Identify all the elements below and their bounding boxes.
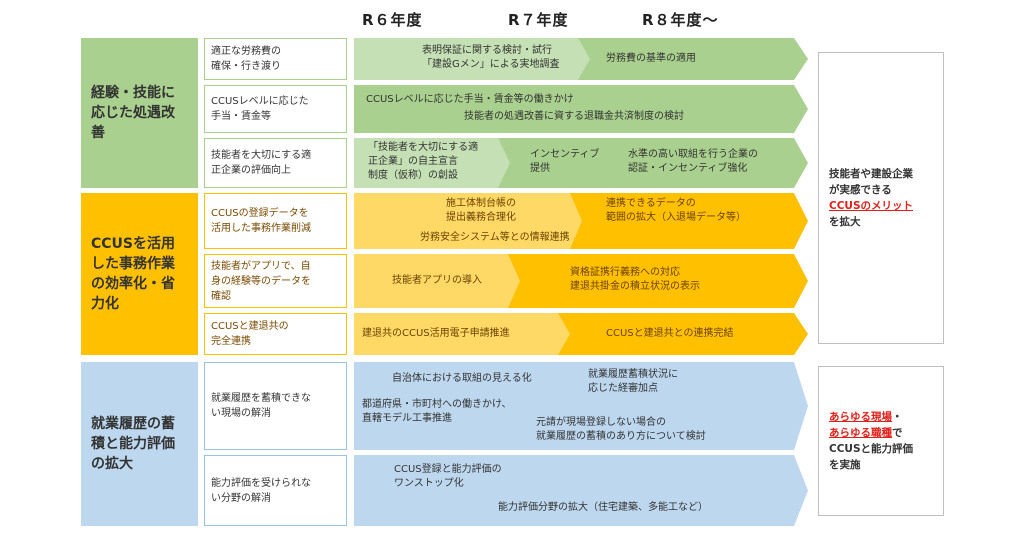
category-label-line: 応じた処遇改 — [91, 105, 175, 121]
category-label-line: 力化 — [91, 296, 119, 312]
timeline-text: 水準の高い取組を行う企業の 認証・インセンティブ強化 — [628, 149, 758, 174]
timeline-arrow-ccus-level-wage: CCUSレベルに応じた手当・賃金等の働きかけ 技能者の処遇改善に資する退職金共済… — [354, 85, 808, 133]
year-header-r7: R７年度 — [508, 11, 569, 29]
benefit-highlight: あらゆる現場 — [829, 411, 892, 423]
timeline-text: 技能者アプリの導入 — [392, 275, 482, 286]
benefit-text: で — [892, 427, 903, 439]
item-label-registered-data: CCUSの登録データを 活用した事務作業削減 — [204, 193, 347, 249]
timeline-text: 労務安全システム等との情報連携 — [420, 232, 570, 243]
item-label-kentaikyo-link: CCUSと建退共の 完全連携 — [204, 313, 347, 355]
timeline-text: CCUSレベルに応じた手当・賃金等の働きかけ — [366, 94, 574, 105]
item-label-skill-evaluation: 能力評価を受けられな い分野の解消 — [204, 455, 347, 526]
timeline-text: CCUSと建退共との連携完結 — [606, 328, 734, 339]
category-label-line: 経験・技能に — [91, 85, 175, 101]
timeline-segment — [354, 38, 590, 80]
timeline-text: 都道府県・市町村への働きかけ、 直轄モデル工事推進 — [362, 399, 512, 424]
timeline-text: 「技能者を大切にする適 正企業」の自主宣言 制度（仮称）の創設 — [368, 142, 479, 181]
timeline-text: 施工体制台帳の 提出義務合理化 — [446, 198, 516, 223]
category-label-line: した事務作業 — [91, 256, 175, 272]
timeline-text: CCUS登録と能力評価の ワンストップ化 — [394, 464, 502, 489]
category-label-line: 就業履歴の蓄 — [91, 416, 175, 432]
benefit-text: CCUSと能力評価 — [829, 443, 913, 455]
timeline-segment — [354, 193, 582, 249]
timeline-text: 技能者の処遇改善に資する退職金共済制度の検討 — [464, 111, 684, 122]
timeline-text: 資格証携行義務への対応 建退共掛金の積立状況の表示 — [570, 267, 700, 292]
timeline-segment — [354, 254, 520, 308]
category-label-line: CCUSを活用 — [91, 236, 175, 252]
category-admin-efficiency: CCUSを活用 した事務作業 の効率化・省 力化 — [81, 193, 198, 355]
timeline-text: 連携できるデータの 範囲の拡大（入退場データ等） — [606, 198, 746, 223]
timeline-arrow-registered-data: 施工体制台帳の 提出義務合理化 連携できるデータの 範囲の拡大（入退場データ等）… — [354, 193, 808, 249]
category-employment-history: 就業履歴の蓄 積と能力評価 の拡大 — [81, 362, 198, 526]
benefit-text: を実施 — [829, 459, 861, 471]
category-label-line: 善 — [91, 125, 105, 141]
category-label-line: 積と能力評価 — [91, 436, 175, 452]
timeline-text: インセンティブ 提供 — [530, 149, 600, 174]
timeline-arrow-kentaikyo: 建退共のCCUS活用電子申請推進 CCUSと建退共との連携完結 — [354, 313, 808, 355]
item-label-site-history: 就業履歴を蓄積できな い現場の解消 — [204, 362, 347, 450]
benefit-box-all-sites: あらゆる現場・ あらゆる職種で CCUSと能力評価 を実施 — [818, 366, 944, 516]
year-header-r8: R８年度〜 — [642, 11, 719, 29]
item-label-fair-labor-cost: 適正な労務費の 確保・行き渡り — [204, 38, 347, 80]
timeline-arrow-app-data: 技能者アプリの導入 資格証携行義務への対応 建退共掛金の積立状況の表示 — [354, 254, 808, 308]
timeline-arrow-fair-company: 「技能者を大切にする適 正企業」の自主宣言 制度（仮称）の創設 インセンティブ … — [354, 138, 808, 188]
item-label-app-data: 技能者がアプリで、自 身の経験等のデータを 確認 — [204, 254, 347, 308]
category-treatment-improvement: 経験・技能に 応じた処遇改 善 — [81, 38, 198, 188]
timeline-arrow-skill-evaluation: CCUS登録と能力評価の ワンストップ化 能力評価分野の拡大（住宅建築、多能工な… — [354, 455, 808, 526]
timeline-arrow-site-history: 自治体における取組の見える化 就業履歴蓄積状況に 応じた経審加点 都道府県・市町… — [354, 362, 808, 450]
benefit-text: ・ — [892, 411, 903, 423]
timeline-text: 表明保証に関する検討・試行 「建設Gメン」による実地調査 — [422, 45, 560, 70]
timeline-text: 自治体における取組の見える化 — [392, 373, 532, 384]
timeline-text: 能力評価分野の拡大（住宅建築、多能工など） — [498, 502, 708, 513]
item-label-fair-company-evaluation: 技能者を大切にする適 正企業の評価向上 — [204, 138, 347, 188]
timeline-text: 就業履歴蓄積状況に 応じた経審加点 — [588, 369, 678, 394]
timeline-arrow-fair-labor-cost: 表明保証に関する検討・試行 「建設Gメン」による実地調査 労務費の基準の適用 — [354, 38, 808, 80]
timeline-text: 建退共のCCUS活用電子申請推進 — [362, 328, 510, 339]
benefit-highlight: あらゆる職種 — [829, 427, 892, 439]
timeline-text: 労務費の基準の適用 — [606, 53, 696, 64]
timeline-segment — [354, 138, 510, 188]
category-label-line: の効率化・省 — [91, 276, 175, 292]
benefit-box-ccus-merit: 技能者や建設企業 が実感できる CCUSのメリット を拡大 — [818, 52, 944, 344]
item-label-ccus-level-wage: CCUSレベルに応じた 手当・賃金等 — [204, 85, 347, 133]
benefit-text: が実感できる — [829, 184, 892, 196]
category-label-line: の拡大 — [91, 456, 133, 472]
benefit-text: を拡大 — [829, 216, 861, 228]
year-header-r6: R６年度 — [362, 11, 423, 29]
benefit-text: 技能者や建設企業 — [829, 168, 913, 180]
benefit-highlight: CCUSのメリット — [829, 200, 913, 212]
timeline-text: 元請が現場登録しない場合の 就業履歴の蓄積のあり方について検討 — [536, 417, 706, 442]
timeline-segment — [354, 313, 570, 355]
